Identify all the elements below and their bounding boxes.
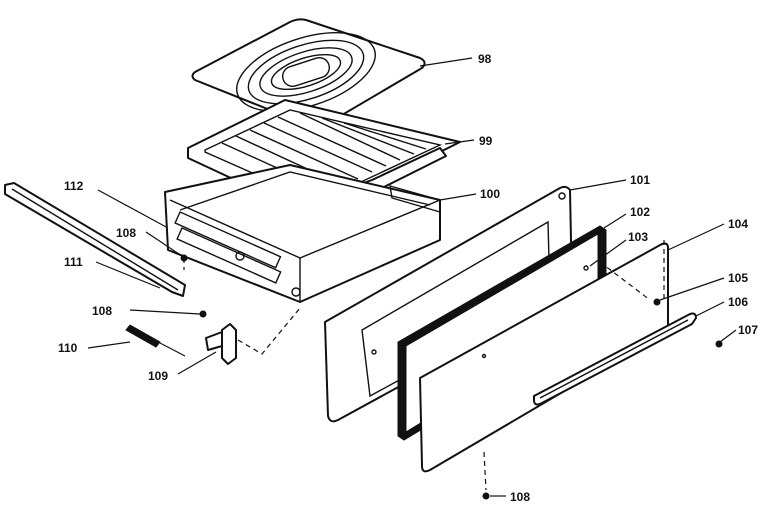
callout-109: 109 — [148, 369, 168, 383]
callout-111: 111 — [64, 255, 83, 269]
screw-105 — [653, 298, 661, 306]
callout-110: 110 — [58, 341, 78, 355]
callout-104: 104 — [728, 217, 748, 231]
callout-112: 112 — [64, 179, 84, 193]
callout-105: 105 — [728, 271, 748, 285]
callout-100: 100 — [480, 187, 500, 201]
screw-108-c — [482, 492, 490, 500]
callout-labels: 98 99 100 101 102 103 104 105 106 107 10… — [58, 52, 758, 504]
screws — [180, 254, 723, 500]
drawer-body — [164, 164, 441, 303]
screw-108-b — [199, 310, 207, 318]
callout-103: 103 — [628, 230, 648, 244]
callout-108-c: 108 — [510, 490, 530, 504]
slide-rail — [4, 182, 186, 297]
drawer-handle — [533, 312, 697, 406]
screw-107 — [715, 340, 723, 348]
callout-107: 107 — [738, 323, 758, 337]
callout-98: 98 — [478, 52, 492, 66]
leader-lines — [87, 57, 737, 497]
spring — [125, 324, 186, 357]
callout-102: 102 — [630, 205, 650, 219]
callout-108-a: 108 — [116, 226, 136, 240]
callout-99: 99 — [479, 134, 493, 148]
callout-108-b: 108 — [92, 304, 112, 318]
assembly-lines — [183, 240, 665, 491]
broiler-insert-plate — [191, 18, 426, 129]
callout-106: 106 — [728, 295, 748, 309]
bracket — [205, 323, 237, 365]
callout-101: 101 — [630, 173, 650, 187]
